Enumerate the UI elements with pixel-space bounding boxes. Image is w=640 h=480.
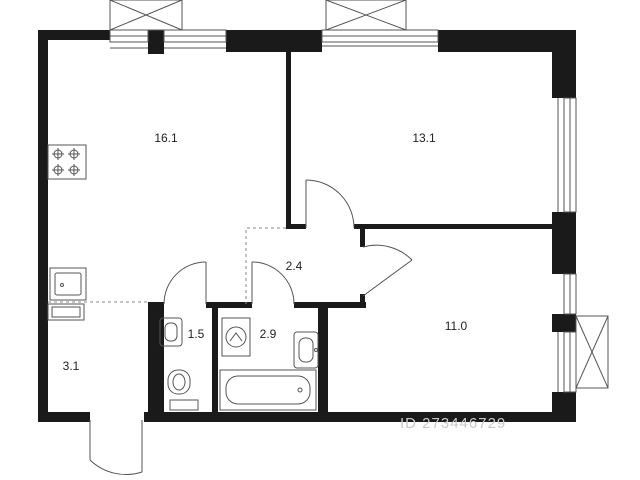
bathtub-icon	[219, 369, 317, 411]
room-area-bathroom: 2.9	[260, 327, 277, 341]
kitchen-sink-icon	[49, 267, 87, 301]
bathroom-sink-icon	[293, 331, 319, 369]
toilet-sink-icon	[159, 317, 183, 347]
windows	[109, 29, 577, 393]
boiler-icon	[221, 317, 251, 357]
balconies	[109, 0, 609, 389]
stove-icon	[47, 144, 87, 180]
room-area-entrance: 3.1	[63, 359, 80, 373]
room-area-hallway: 2.4	[286, 259, 303, 273]
washing-machine-icon	[47, 303, 85, 321]
window-sills	[110, 45, 559, 392]
toilet-icon	[167, 369, 199, 411]
interior-walls	[148, 52, 554, 414]
room-area-kitchen-living: 16.1	[154, 131, 178, 145]
exterior-walls	[38, 30, 576, 422]
zone-lines	[48, 227, 286, 304]
doors	[89, 179, 413, 476]
room-area-bedroom-2: 11.0	[445, 319, 468, 333]
room-area-bedroom-1: 13.1	[412, 131, 436, 145]
room-area-toilet: 1.5	[188, 327, 205, 341]
watermark: ID 273446729	[400, 415, 506, 432]
